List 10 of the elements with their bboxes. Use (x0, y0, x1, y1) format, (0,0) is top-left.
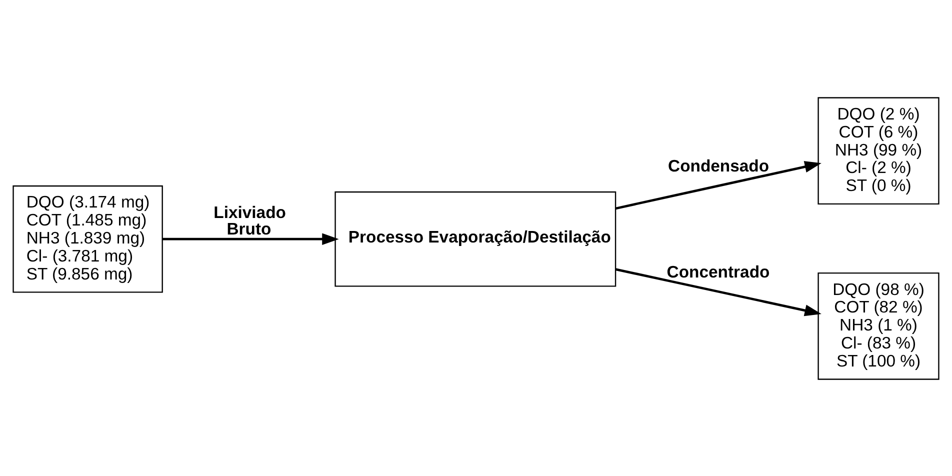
arrow (615, 268, 822, 316)
edge-label: Lixiviado Bruto (214, 202, 286, 238)
node-box: DQO (98 %) COT (82 %) NH3 (1 %) Cl- (83 %) ST (100 %) (818, 272, 940, 380)
edge-label: Concentrado (666, 262, 770, 281)
arrow (162, 232, 339, 244)
edge-label: Condensado (668, 156, 770, 175)
node-box: Processo Evaporação/Destilação (334, 190, 616, 286)
node-box: DQO (2 %) COT (6 %) NH3 (99 %) Cl- (2 %) ST (0 %) (818, 96, 940, 204)
arrow (615, 160, 822, 210)
node-box: DQO (3.174 mg) COT (1.485 mg) NH3 (1.839 mg) Cl- (3.781 mg) ST (9.856 mg) (12, 184, 163, 292)
